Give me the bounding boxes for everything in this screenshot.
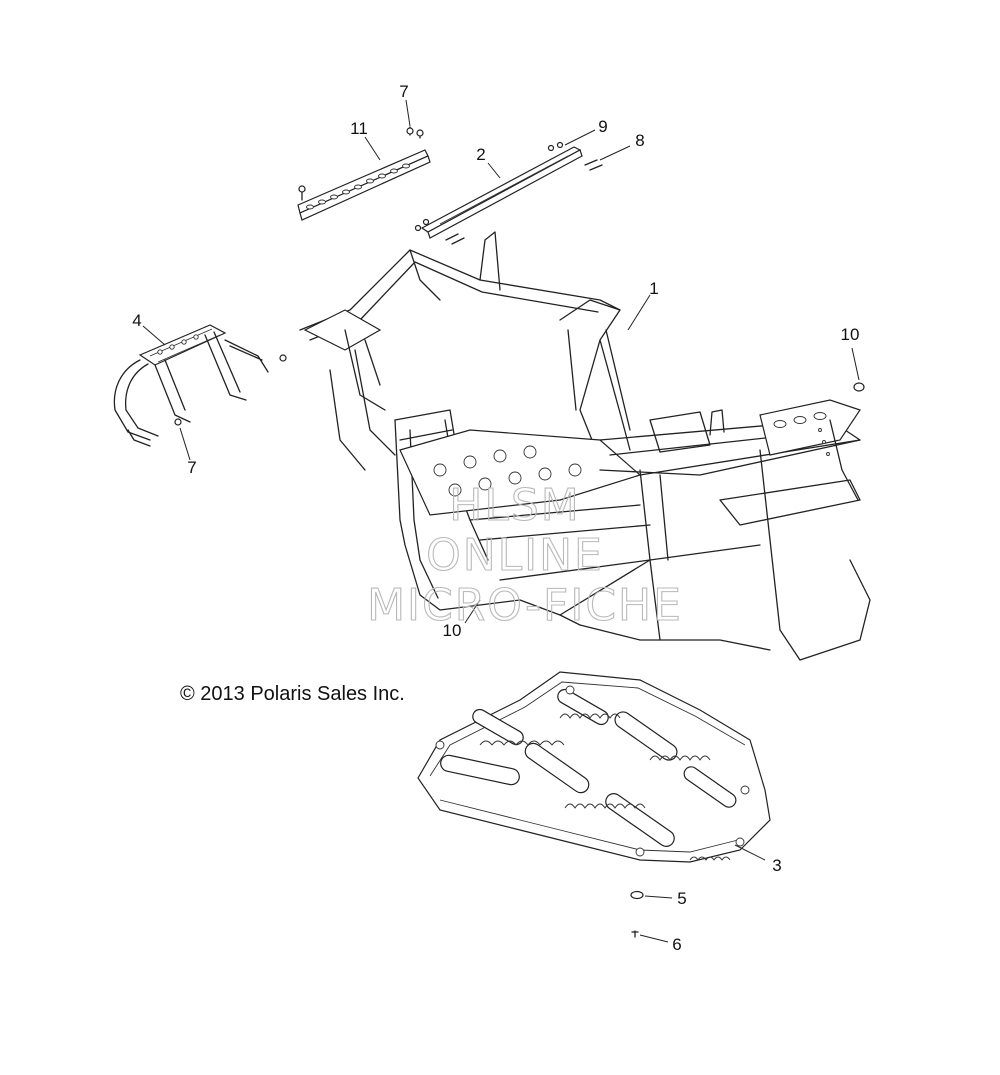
part-3-skid-plate <box>417 671 771 863</box>
callout-7-top: 7 <box>399 82 408 101</box>
callout-4: 4 <box>132 311 141 330</box>
watermark: HLSM ONLINE MICRO-FICHE <box>367 479 683 631</box>
callout-7-left: 7 <box>187 458 196 477</box>
hardware <box>630 382 865 938</box>
callout-6: 6 <box>672 935 681 954</box>
part-4-rack <box>113 324 287 447</box>
watermark-line-1: HLSM <box>449 480 581 531</box>
rail-holes <box>306 163 410 210</box>
part-1-main-frame <box>299 231 871 661</box>
watermark-line-2: ONLINE <box>426 530 604 581</box>
part-11-rail <box>297 126 431 221</box>
callout-11: 11 <box>350 119 368 138</box>
callout-1: 1 <box>649 279 658 298</box>
callouts: 1 2 3 4 5 6 7 7 8 9 10 10 11 <box>132 82 859 954</box>
callout-5: 5 <box>677 889 686 908</box>
callout-10-right: 10 <box>841 325 860 344</box>
callout-8: 8 <box>635 131 644 150</box>
callout-2: 2 <box>476 145 485 164</box>
watermark-line-3: MICRO-FICHE <box>367 580 683 631</box>
callout-3: 3 <box>772 856 781 875</box>
copyright-notice: © 2013 Polaris Sales Inc. <box>180 683 405 705</box>
callout-10-frame: 10 <box>443 621 462 640</box>
part-2-bar <box>414 141 603 245</box>
leader-lines <box>142 99 860 943</box>
callout-9: 9 <box>598 117 607 136</box>
